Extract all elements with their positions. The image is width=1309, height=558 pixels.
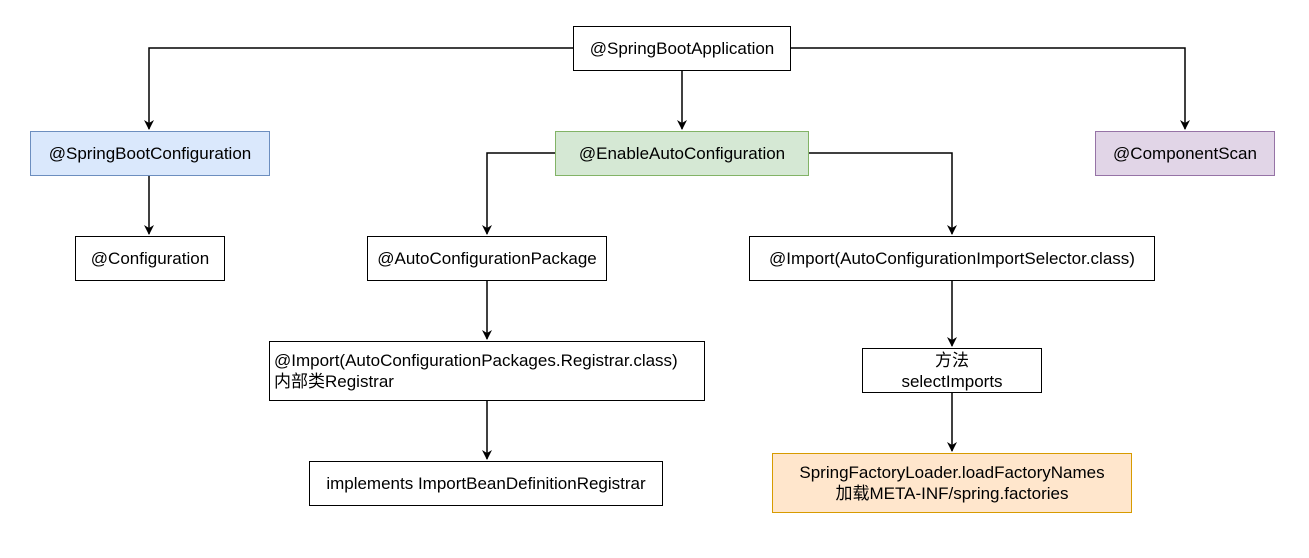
edge-root-to-springbootconfiguration xyxy=(144,47,573,130)
node-label: implements ImportBeanDefinitionRegistrar xyxy=(326,474,646,493)
node-springbootconfiguration: @SpringBootConfiguration xyxy=(30,131,270,176)
node-implements-importbeandefinitionregistrar: implements ImportBeanDefinitionRegistrar xyxy=(309,461,663,506)
node-springfactoryloader: SpringFactoryLoader.loadFactoryNames 加载M… xyxy=(772,453,1132,513)
node-label: @Configuration xyxy=(90,249,210,268)
node-label-line1: 方法 xyxy=(935,350,969,370)
node-componentscan: @ComponentScan xyxy=(1095,131,1275,176)
edge-root-to-componentscan xyxy=(791,47,1190,130)
node-label: @ComponentScan xyxy=(1113,144,1257,163)
node-label-line2: 加载META-INF/spring.factories xyxy=(835,484,1069,503)
node-label-line1: @Import(AutoConfigurationPackages.Regist… xyxy=(274,351,678,370)
node-label: @EnableAutoConfiguration xyxy=(578,144,786,163)
edge-enableauto-to-importselector xyxy=(809,152,957,235)
node-import-autoconfigurationimportselector: @Import(AutoConfigurationImportSelector.… xyxy=(749,236,1155,281)
node-configuration: @Configuration xyxy=(75,236,225,281)
node-label-line2: 内部类Registrar xyxy=(274,372,394,391)
node-label: @AutoConfigurationPackage xyxy=(377,249,597,268)
node-label: @Import(AutoConfigurationImportSelector.… xyxy=(769,249,1135,268)
node-springbootapplication: @SpringBootApplication xyxy=(573,26,791,71)
node-autoconfigurationpackage: @AutoConfigurationPackage xyxy=(367,236,607,281)
node-label-line2: selectImports xyxy=(901,371,1003,391)
node-import-registrar: @Import(AutoConfigurationPackages.Regist… xyxy=(269,341,705,401)
edge-enableauto-to-autoconfigurationpackage xyxy=(482,152,555,235)
node-enableautoconfiguration: @EnableAutoConfiguration xyxy=(555,131,809,176)
node-selectimports: 方法 selectImports xyxy=(862,348,1042,393)
node-label-line1: SpringFactoryLoader.loadFactoryNames xyxy=(799,463,1105,482)
node-label: @SpringBootConfiguration xyxy=(48,144,252,163)
node-label: @SpringBootApplication xyxy=(589,39,775,58)
